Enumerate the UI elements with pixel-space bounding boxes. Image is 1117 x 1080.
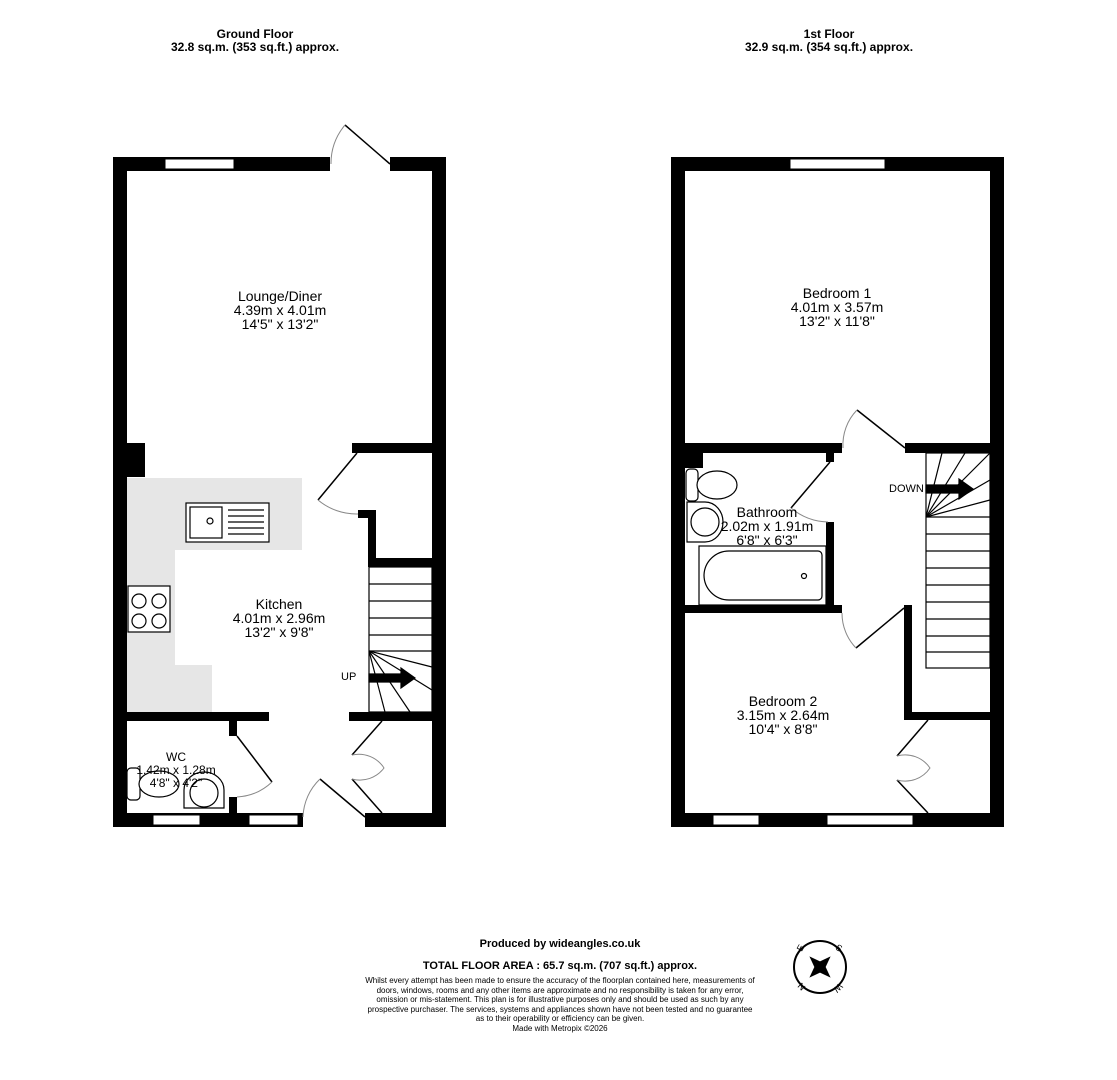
made-with: Made with Metropix ©2026 (512, 1023, 608, 1033)
first-floor-area: 32.9 sq.m. (354 sq.ft.) approx. (744, 40, 914, 54)
room-label-kitchen: Kitchen 4.01m x 2.96m 13'2" x 9'8" (179, 597, 379, 639)
room-metric: 2.02m x 1.91m (720, 518, 814, 534)
room-imperial: 14'5" x 13'2" (241, 316, 319, 332)
compass-s: S (834, 942, 844, 954)
room-metric: 1.42m x 1.28m (136, 763, 216, 777)
bathroom-toilet-icon (685, 468, 738, 502)
room-imperial: 13'2" x 9'8" (244, 624, 314, 640)
first-floor-windows (712, 158, 914, 826)
hob-icon (127, 585, 171, 633)
room-label-bedroom-2: Bedroom 2 3.15m x 2.64m 10'4" x 8'8" (683, 694, 883, 736)
compass-e: E (795, 943, 807, 953)
compass-n: N (796, 981, 808, 993)
producer-credit: Produced by wideangles.co.uk (479, 938, 641, 950)
room-imperial: 10'4" x 8'8" (748, 721, 818, 737)
room-imperial: 13'2" x 11'8" (799, 313, 875, 329)
first-floor-header: 1st Floor 32.9 sq.m. (354 sq.ft.) approx… (679, 28, 979, 54)
ground-floor-stairs (368, 566, 433, 713)
sink-icon (185, 502, 270, 543)
first-floor-stairs (925, 452, 991, 669)
compass-icon: E S N W (793, 940, 847, 995)
first-floor-title: 1st Floor (803, 27, 855, 41)
ground-floor-plan (113, 124, 446, 827)
bathroom-basin-icon (686, 501, 724, 543)
ground-floor-area: 32.8 sq.m. (353 sq.ft.) approx. (170, 40, 340, 54)
room-label-lounge: Lounge/Diner 4.39m x 4.01m 14'5" x 13'2" (180, 289, 380, 331)
disclaimer: Whilst every attempt has been made to en… (365, 976, 755, 1023)
room-metric: 4.39m x 4.01m (233, 302, 327, 318)
room-metric: 4.01m x 3.57m (790, 299, 884, 315)
room-metric: 3.15m x 2.64m (736, 707, 830, 723)
room-metric: 4.01m x 2.96m (232, 610, 326, 626)
footer: Produced by wideangles.co.uk TOTAL FLOOR… (360, 938, 760, 1033)
ground-floor-title: Ground Floor (216, 27, 294, 41)
first-floor-plan (671, 157, 1004, 827)
room-name: Lounge/Diner (237, 288, 323, 304)
room-imperial: 6'8" x 6'3" (736, 532, 798, 548)
room-name: Kitchen (255, 596, 303, 612)
room-label-bedroom-1: Bedroom 1 4.01m x 3.57m 13'2" x 11'8" (737, 286, 937, 328)
stairs-up-label: UP (341, 671, 357, 683)
room-name: Bedroom 1 (802, 285, 872, 301)
bath-icon (698, 545, 827, 606)
compass-w: W (831, 981, 844, 994)
wc-basin-icon (183, 771, 225, 809)
stairs-down-arrow-icon (925, 477, 975, 501)
total-floor-area: TOTAL FLOOR AREA : 65.7 sq.m. (707 sq.ft… (422, 960, 698, 972)
stairs-up-arrow-icon (368, 666, 417, 690)
ground-floor-doors (236, 124, 391, 818)
room-name: Bathroom (736, 504, 798, 520)
room-imperial: 4'8" x 4'2" (149, 776, 203, 790)
first-floor-doors (790, 409, 931, 814)
room-name: Bedroom 2 (748, 693, 818, 709)
room-label-bathroom: Bathroom 2.02m x 1.91m 6'8" x 6'3" (667, 505, 867, 547)
room-name: WC (166, 750, 186, 764)
room-label-wc: WC 1.42m x 1.28m 4'8" x 4'2" (76, 751, 276, 790)
stairs-down-label: DOWN (889, 483, 924, 495)
ground-floor-windows (152, 158, 299, 826)
ground-floor-header: Ground Floor 32.8 sq.m. (353 sq.ft.) app… (105, 28, 405, 54)
wc-toilet-icon (126, 767, 180, 801)
